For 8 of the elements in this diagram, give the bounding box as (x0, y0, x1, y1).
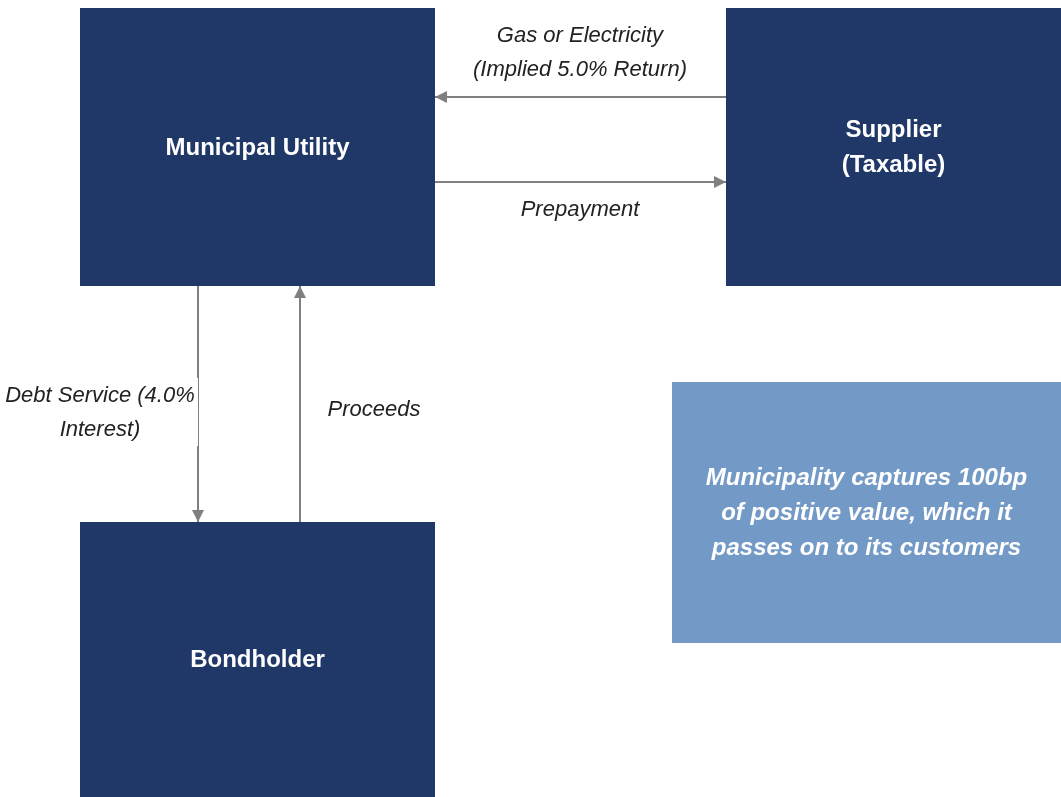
note-box: Municipality captures 100bp of positive value, which it passes on to its customers (672, 382, 1061, 643)
entity-box: Municipal Utility (80, 8, 435, 286)
arrow (192, 285, 204, 523)
entity-box: Supplier (Taxable) (726, 8, 1061, 286)
entity-box: Bondholder (80, 522, 435, 797)
arrow (294, 285, 306, 523)
arrow (434, 91, 727, 103)
arrow (434, 176, 727, 188)
